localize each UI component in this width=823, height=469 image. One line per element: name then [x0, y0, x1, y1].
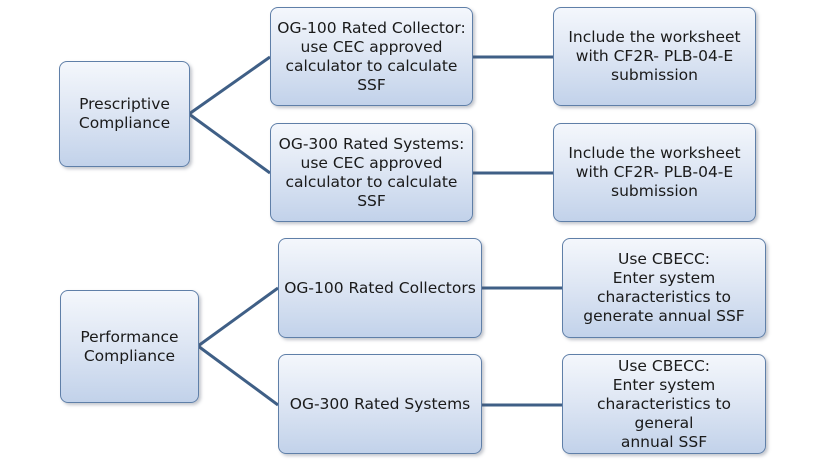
og300-systems-node: OG-300 Rated Systems: use CEC approved c… — [270, 123, 473, 222]
og300-rated-systems-node: OG-300 Rated Systems — [278, 354, 482, 454]
og100-collector-worksheet-label: Include the worksheet with CF2R- PLB-04-… — [568, 28, 741, 84]
og100-cbecc-label: Use CBECC: Enter system characteristics … — [583, 250, 745, 325]
og100-collectors-node: OG-100 Rated Collectors — [278, 238, 482, 338]
og100-collectors-label: OG-100 Rated Collectors — [284, 278, 476, 297]
connector-performance-og100 — [197, 286, 279, 348]
prescriptive-compliance-node: Prescriptive Compliance — [59, 61, 190, 167]
og300-systems-worksheet-node: Include the worksheet with CF2R- PLB-04-… — [553, 123, 756, 222]
og300-systems-worksheet-label: Include the worksheet with CF2R- PLB-04-… — [568, 144, 741, 200]
og100-collector-node: OG-100 Rated Collector: use CEC approved… — [270, 7, 473, 106]
og100-collector-worksheet-node: Include the worksheet with CF2R- PLB-04-… — [553, 7, 756, 106]
prescriptive-compliance-label: Prescriptive Compliance — [78, 95, 171, 132]
og300-cbecc-node: Use CBECC: Enter system characteristics … — [562, 354, 766, 454]
og300-cbecc-label: Use CBECC: Enter system characteristics … — [596, 356, 732, 451]
og100-cbecc-node: Use CBECC: Enter system characteristics … — [562, 238, 766, 338]
og300-systems-label: OG-300 Rated Systems: use CEC approved c… — [278, 134, 465, 210]
connector-prescriptive-og100 — [188, 55, 271, 116]
connector-prescriptive-og300 — [188, 112, 271, 175]
og300-rated-systems-label: OG-300 Rated Systems — [289, 394, 471, 413]
performance-compliance-label: Performance Compliance — [80, 327, 179, 365]
og100-collector-label: OG-100 Rated Collector: use CEC approved… — [277, 18, 466, 94]
connector-performance-og300 — [197, 344, 279, 407]
performance-compliance-node: Performance Compliance — [60, 290, 199, 403]
